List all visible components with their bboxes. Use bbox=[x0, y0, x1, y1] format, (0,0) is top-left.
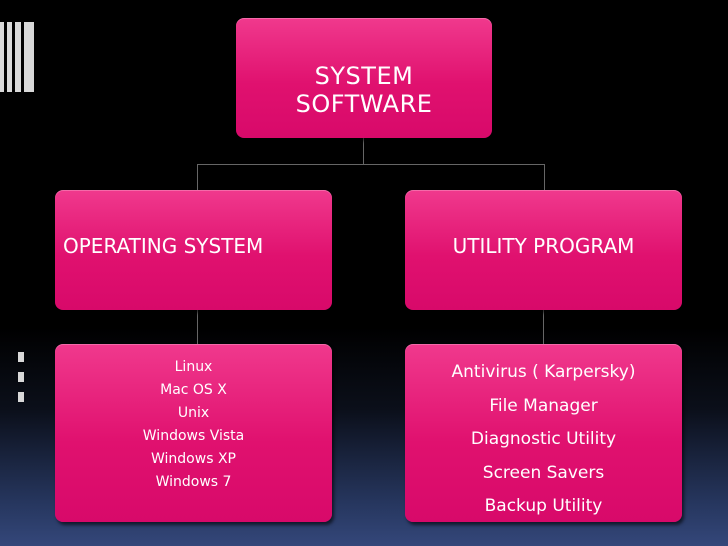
root-label-line2: SOFTWARE bbox=[295, 90, 433, 118]
operating-system-label: OPERATING SYSTEM bbox=[63, 234, 264, 258]
operating-system-list-node: Linux Mac OS X Unix Windows Vista Window… bbox=[55, 344, 332, 522]
decor-square-3 bbox=[18, 392, 24, 402]
list-item: Mac OS X bbox=[160, 382, 227, 398]
utility-program-node: UTILITY PROGRAM bbox=[405, 190, 682, 310]
connector-horizontal bbox=[197, 164, 545, 165]
connector-left-down bbox=[197, 164, 198, 190]
list-item: Windows Vista bbox=[142, 428, 245, 444]
decor-square-1 bbox=[18, 352, 24, 362]
utility-program-list-node: Antivirus ( Karpersky) File Manager Diag… bbox=[405, 344, 682, 522]
connector-right-down bbox=[544, 164, 545, 190]
list-item: Backup Utility bbox=[484, 496, 603, 516]
list-item: Antivirus ( Karpersky) bbox=[451, 362, 636, 382]
decor-square-2 bbox=[18, 372, 24, 382]
utility-program-label: UTILITY PROGRAM bbox=[452, 234, 635, 258]
decor-bar-4 bbox=[24, 22, 34, 92]
list-item: Windows XP bbox=[151, 451, 236, 467]
system-software-node: SYSTEM SOFTWARE bbox=[236, 18, 492, 138]
list-item: Screen Savers bbox=[482, 462, 605, 483]
operating-system-node: OPERATING SYSTEM bbox=[55, 190, 332, 310]
decor-bar-2 bbox=[7, 22, 12, 92]
decor-bar-3 bbox=[15, 22, 21, 92]
os-list: Linux Mac OS X Unix Windows Vista Window… bbox=[55, 356, 332, 494]
utility-list: Antivirus ( Karpersky) File Manager Diag… bbox=[405, 356, 682, 524]
list-item: Windows 7 bbox=[155, 474, 232, 490]
list-item: Unix bbox=[177, 405, 210, 421]
decor-bar-1 bbox=[0, 22, 4, 92]
list-item: Linux bbox=[174, 359, 213, 375]
list-item: File Manager bbox=[489, 395, 598, 416]
connector-root-down bbox=[363, 138, 364, 164]
connector-os-leaf bbox=[197, 310, 198, 344]
system-software-label: SYSTEM SOFTWARE bbox=[236, 62, 492, 118]
connector-up-leaf bbox=[543, 310, 544, 344]
root-label-line1: SYSTEM bbox=[314, 62, 414, 90]
list-item: Diagnostic Utility bbox=[470, 429, 617, 449]
